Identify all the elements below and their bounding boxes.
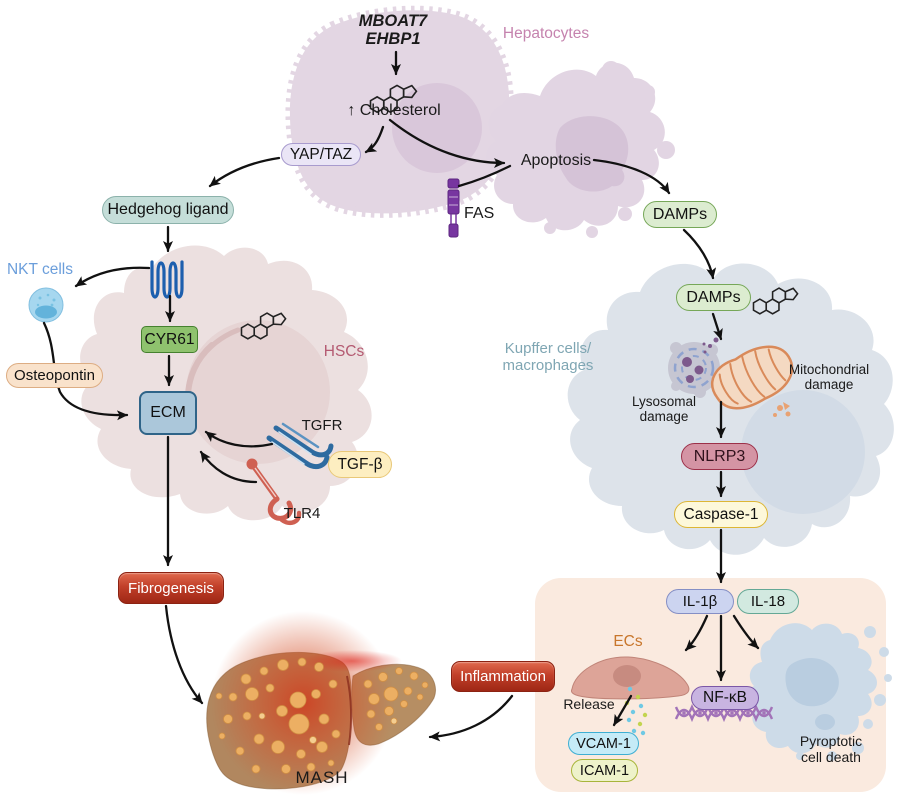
tlr4-receptor-icon xyxy=(246,458,302,526)
osteopontin-pill: Osteopontin xyxy=(6,363,103,388)
tgf-beta-pill: TGF-β xyxy=(328,451,392,478)
apoptotic-cell xyxy=(486,61,675,238)
mitochondrial-line2: damage xyxy=(804,377,854,393)
fibrogenesis-label: Fibrogenesis xyxy=(128,579,214,597)
kupffer-label-line2: macrophages xyxy=(502,356,594,374)
apoptotic-nucleus xyxy=(555,116,629,192)
vcam1-label: VCAM-1 xyxy=(576,735,631,752)
nkt-cells-label: NKT cells xyxy=(6,261,74,278)
hedgehog-ligand-pill: Hedgehog ligand xyxy=(102,196,234,224)
pyroptotic-label: Pyroptotic cell death xyxy=(791,733,871,765)
hedgehog-ligand-label: Hedgehog ligand xyxy=(107,201,229,218)
yap-taz-label: YAP/TAZ xyxy=(289,145,353,163)
mitochondria-fragments xyxy=(773,402,791,417)
pyroptotic-core xyxy=(785,657,839,707)
damps-pill-upper: DAMPs xyxy=(643,201,717,228)
caspase1-pill: Caspase-1 xyxy=(674,501,768,528)
icam1-pill: ICAM-1 xyxy=(571,759,638,782)
kupffer-nucleus xyxy=(741,390,865,514)
tgfr-label: TGFR xyxy=(301,417,343,434)
ec-cell xyxy=(571,656,690,700)
kupffer-cells-label: Kupffer cells/ macrophages xyxy=(494,340,602,375)
pyroptotic-line2: cell death xyxy=(801,748,861,765)
nkt-cell xyxy=(28,287,64,323)
pyroptotic-line1: Pyroptotic xyxy=(799,733,863,749)
vcam1-pill: VCAM-1 xyxy=(568,732,639,755)
damps-pill-inner: DAMPs xyxy=(676,284,751,311)
lysosomal-line2: damage xyxy=(639,409,689,425)
damps-upper-label: DAMPs xyxy=(652,205,708,223)
mitochondria-icon xyxy=(711,345,794,410)
tgf-beta-label: TGF-β xyxy=(337,455,383,473)
ecs-label: ECs xyxy=(613,633,643,650)
tlr4-label: TLR4 xyxy=(283,505,321,522)
hscs-label: HSCs xyxy=(323,343,365,360)
osteopontin-label: Osteopontin xyxy=(14,367,95,384)
liver-fat-spots xyxy=(215,657,429,774)
il18-pill: IL-18 xyxy=(737,589,799,614)
il1b-label: IL-1β xyxy=(682,593,718,610)
apoptosis-label: Apoptosis xyxy=(520,152,592,169)
inflammation-label: Inflammation xyxy=(460,668,546,685)
gene-mboat7-label: MBOAT7 xyxy=(358,12,428,30)
inflammation-box: Inflammation xyxy=(451,661,555,692)
caspase1-label: Caspase-1 xyxy=(683,505,759,523)
nfkb-label: NF-κB xyxy=(703,689,747,706)
cyr61-label: CYR61 xyxy=(144,330,195,348)
gene-labels: MBOAT7 EHBP1 xyxy=(338,12,448,49)
mitochondrial-line1: Mitochondrial xyxy=(788,362,870,377)
fas-receptor-icon xyxy=(447,178,460,238)
nlrp3-pill: NLRP3 xyxy=(681,443,758,470)
hedgehog-receptor-icon xyxy=(150,260,184,299)
nlrp3-label: NLRP3 xyxy=(693,447,746,465)
gene-ehbp1-label: EHBP1 xyxy=(365,30,421,49)
lysosomal-line1: Lysosomal xyxy=(631,394,697,409)
pyroptotic-cell xyxy=(746,623,892,761)
icam1-label: ICAM-1 xyxy=(579,762,630,779)
ecm-label: ECM xyxy=(150,404,186,421)
il1b-pill: IL-1β xyxy=(666,589,734,614)
nfkb-pill: NF-κB xyxy=(691,686,759,710)
fibrogenesis-box: Fibrogenesis xyxy=(118,572,224,604)
liver-fissure xyxy=(346,675,353,746)
ec-nucleus xyxy=(613,665,641,687)
lysosomal-damage-label: Lysosomal damage xyxy=(625,394,703,424)
cholesterol-label: ↑ Cholesterol xyxy=(347,102,441,119)
fas-label: FAS xyxy=(464,205,495,222)
mash-label: MASH xyxy=(295,768,349,787)
release-label: Release xyxy=(563,696,615,712)
cyr61-box: CYR61 xyxy=(141,326,198,353)
hsc-nucleus xyxy=(186,320,330,464)
hepatocytes-label: Hepatocytes xyxy=(502,25,590,42)
mitochondrial-damage-label: Mitochondrial damage xyxy=(781,362,877,392)
liver xyxy=(206,611,437,795)
kupffer-cell xyxy=(567,263,894,555)
yap-taz-pill: YAP/TAZ xyxy=(281,143,361,166)
ecm-box: ECM xyxy=(139,391,197,435)
hsc-cell xyxy=(80,245,372,521)
il18-label: IL-18 xyxy=(750,593,786,610)
kupffer-label-line1: Kupffer cells/ xyxy=(504,340,592,357)
damps-inner-label: DAMPs xyxy=(686,288,741,306)
pathway-arrows xyxy=(42,50,760,742)
lysosome-icon xyxy=(668,337,723,398)
hepatocyte-nucleus xyxy=(392,83,482,173)
tgfr-receptor-icon xyxy=(266,422,334,470)
